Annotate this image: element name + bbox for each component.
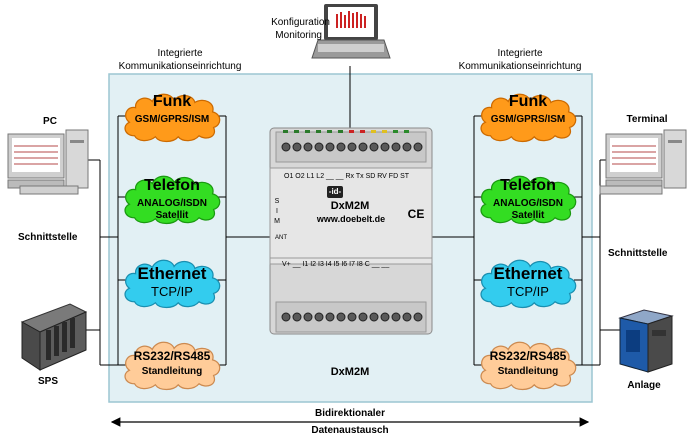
device-side-s: S [274,198,280,205]
terminal-screw [325,142,335,152]
device-top-terminal-labels: O1 O2 L1 L2 __ __ Rx Tx SD RV FD ST [284,173,410,180]
terminal-screw [292,312,302,322]
telefon-title-right: Telefon [500,177,556,194]
left-interface-label: Schnittstelle [18,232,78,243]
telefon-subtitle-right: ANALOG/ISDN [493,198,563,209]
status-led [316,130,321,133]
telefon-subtitle2-left: Satellit [155,210,189,221]
terminal-screw [281,312,291,322]
id-logo [327,186,343,198]
terminal-screw [336,142,346,152]
funk-subtitle-right: GSM/GPRS/ISM [490,114,566,125]
funk-title-right: Funk [508,93,548,110]
ethernet-title-left: Ethernet [137,264,207,283]
terminal-label: Terminal [626,114,668,125]
bidirectional-label-1: Bidirektionaler [314,408,386,419]
telefon-subtitle2-right: Satellit [511,210,545,221]
terminal-screw [292,142,302,152]
laptop-label-1: Konfiguration [271,17,330,28]
terminal-screw [303,312,313,322]
terminal-screw [369,312,379,322]
terminal-screws-top [281,142,423,152]
terminal-screw [402,142,412,152]
device-bottom-terminal-labels: V+ __ I1 I2 I3 I4 I5 I6 I7 I8 C __ __ [282,261,390,268]
left-header-1: Integrierte [157,48,203,59]
telefon-title-left: Telefon [144,177,200,194]
ethernet-subtitle-left: TCP/IP [151,284,193,299]
terminal-screw [358,312,368,322]
terminal-screw [281,142,291,152]
dxm2m-device [269,127,433,335]
status-led [371,130,376,133]
terminal-screw [314,142,324,152]
left-header-2: Kommunikationseinrichtung [118,61,242,72]
laptop-label-2: Monitoring [275,30,322,41]
pc-label: PC [43,116,57,127]
status-led [305,130,310,133]
terminal-screw [325,312,335,322]
telefon-subtitle-left: ANALOG/ISDN [137,198,207,209]
ethernet-title-right: Ethernet [493,264,563,283]
device-name: DxM2M [330,200,370,212]
status-leds [283,130,409,133]
terminal-screw [391,142,401,152]
rs-title-right: RS232/RS485 [489,349,567,363]
laptop-icon [311,4,391,59]
status-led [294,130,299,133]
terminal-screw [336,312,346,322]
device-side-ant: ANT [275,235,287,241]
terminal-screw [402,312,412,322]
device-side-i: I [276,208,278,215]
status-led [338,130,343,133]
anlage-machine-icon [618,309,674,373]
status-led [393,130,398,133]
terminal-screw [413,312,423,322]
terminal-screw [314,312,324,322]
rs-title-left: RS232/RS485 [133,349,211,363]
status-led [349,130,354,133]
terminal-screw [391,312,401,322]
status-led [382,130,387,133]
anlage-label: Anlage [627,380,661,391]
status-led [327,130,332,133]
right-interface-label: Schnittstelle [608,248,668,259]
sps-plc-icon [20,303,88,371]
device-caption: DxM2M [330,366,370,378]
sps-label: SPS [37,376,58,387]
funk-title-left: Funk [152,93,192,110]
device-ce-mark: CE [407,207,425,221]
status-led [404,130,409,133]
status-led [360,130,365,133]
right-header-2: Kommunikationseinrichtung [458,61,582,72]
terminal-screw [347,142,357,152]
terminal-screw [413,142,423,152]
device-logo-text: -id- [328,187,342,196]
terminal-screw [303,142,313,152]
terminal-screw [380,142,390,152]
terminal-screw [380,312,390,322]
device-url: www.doebelt.de [316,214,386,224]
terminal-icon [599,129,687,195]
rs-subtitle-left: Standleitung [141,366,203,377]
bidirectional-label-2: Datenaustausch [311,425,389,436]
right-header-1: Integrierte [497,48,543,59]
terminal-screws-bottom [281,312,423,322]
ethernet-subtitle-right: TCP/IP [507,284,549,299]
rs-subtitle-right: Standleitung [497,366,559,377]
terminal-screw [347,312,357,322]
device-side-m: M [274,218,280,225]
status-led [283,130,288,133]
right-connector-lines [432,115,622,366]
funk-subtitle-left: GSM/GPRS/ISM [134,114,210,125]
terminal-screw [369,142,379,152]
pc-icon [7,129,89,195]
terminal-screw [358,142,368,152]
